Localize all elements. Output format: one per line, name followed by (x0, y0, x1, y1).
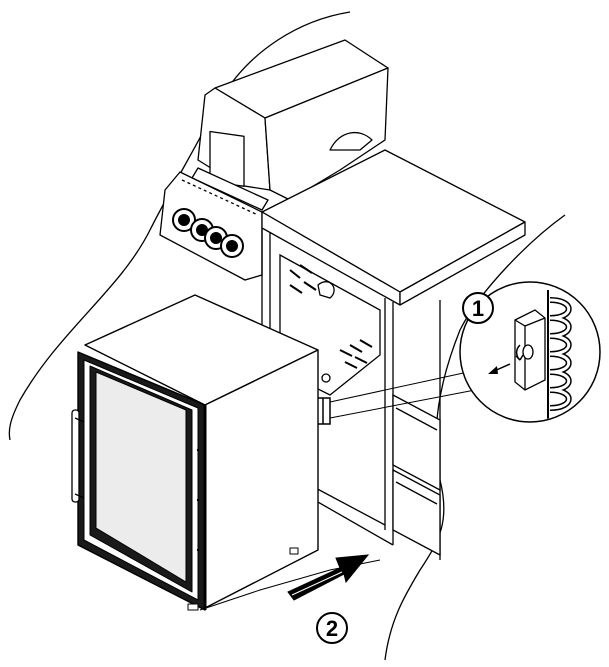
step-1-marker (462, 292, 494, 324)
cutaway-boundary-left (8, 11, 351, 441)
step-2-marker (316, 612, 348, 644)
drawer-bottom (392, 468, 441, 557)
mounting-bracket (315, 397, 331, 425)
pull-arrow-icon (488, 363, 511, 374)
fridge-glass-door (95, 371, 187, 583)
fridge-door-handle[interactable] (71, 409, 85, 503)
screw-icon (522, 344, 534, 360)
grill-hood (191, 39, 389, 211)
side-counter (261, 149, 526, 306)
push-arrow-icon (287, 554, 370, 601)
control-knobs[interactable] (172, 208, 244, 258)
step-1-label: 1 (472, 296, 484, 321)
beverage-fridge (77, 294, 319, 611)
condenser-coil (547, 290, 572, 420)
step-2-label: 2 (326, 616, 338, 641)
drawers[interactable] (392, 393, 441, 557)
callout-leaders (329, 371, 476, 419)
drawer-top (392, 393, 441, 492)
detail-callout: 1 (459, 281, 601, 423)
